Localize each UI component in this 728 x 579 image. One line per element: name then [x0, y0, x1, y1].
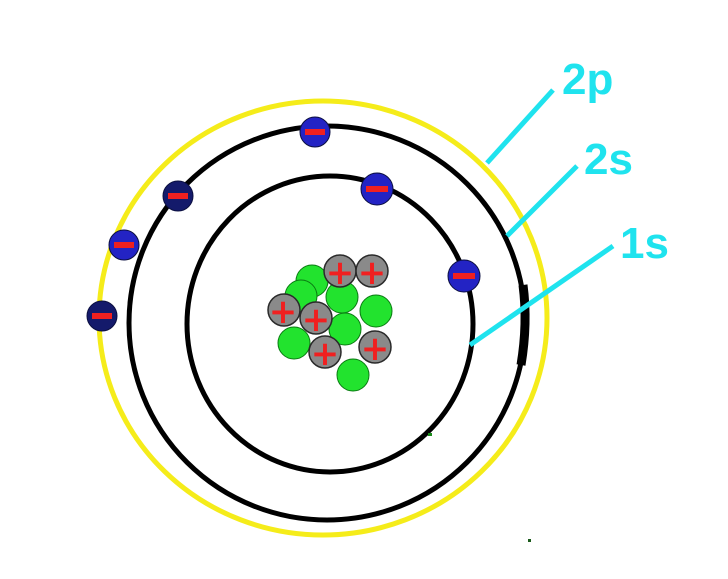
neutron: [336, 358, 370, 392]
electron-minus-sign: [453, 273, 475, 279]
proton: +: [355, 253, 389, 293]
electron-2p: [162, 180, 194, 212]
orbital-label-2p: 2p: [562, 55, 613, 104]
proton-plus-sign: +: [361, 329, 390, 369]
pointer-line-2s: [505, 164, 579, 238]
proton-plus-sign: +: [358, 253, 387, 293]
stray-speck: [528, 539, 531, 542]
orbit-2s-thick-segment: [516, 284, 530, 366]
proton-plus-sign: +: [302, 300, 331, 340]
electron-2p: [86, 300, 118, 332]
electron-1s: [447, 259, 481, 293]
electron-minus-sign: [366, 186, 388, 192]
electron-minus-sign: [114, 242, 134, 248]
proton-plus-sign: +: [311, 334, 340, 374]
electron-minus-sign: [92, 313, 112, 319]
proton: +: [358, 329, 392, 369]
neutron: [328, 312, 362, 346]
proton: +: [308, 334, 342, 374]
neutron: [277, 326, 311, 360]
electron-minus-sign: [305, 129, 325, 135]
proton: +: [299, 300, 333, 340]
pointer-line-1s: [468, 243, 615, 348]
orbit-1s: [184, 173, 476, 475]
stray-speck: [428, 433, 432, 436]
proton-plus-sign: +: [269, 292, 298, 332]
electron-2p: [299, 116, 331, 148]
electron-2s: [360, 172, 394, 206]
proton-plus-sign: +: [326, 253, 355, 293]
electron-2p: [108, 229, 140, 261]
orbital-label-2s: 2s: [584, 135, 633, 184]
proton: +: [267, 292, 301, 332]
electron-minus-sign: [168, 193, 188, 199]
pointer-line-2p: [485, 88, 555, 165]
electrons: [86, 116, 481, 332]
nucleus: + + + + + +: [267, 253, 393, 392]
orbital-label-1s: 1s: [620, 219, 669, 268]
neutron: [359, 294, 393, 328]
proton: +: [323, 253, 357, 293]
